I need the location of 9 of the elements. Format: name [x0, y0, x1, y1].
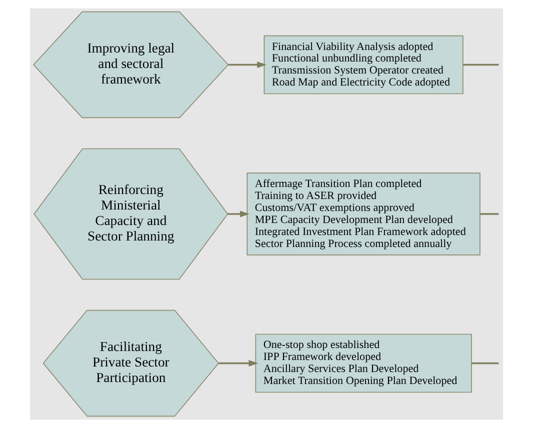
- node-box: One-stop shop established IPP Framework developed Ancillary Services Plan Developed Market Transition Opening Plan Developed: [255, 334, 472, 393]
- connector: [480, 213, 499, 215]
- arrow: [228, 210, 250, 218]
- arrow: [228, 61, 266, 68]
- connector: [472, 362, 499, 364]
- connector: [463, 64, 499, 66]
- node-box: Affermage Transition Plan completed Training to ASER provided Customs/VAT exemptions approved MPE Capacity Development Plan developed Integrated Investment Plan Framework adopted Sector Planning Process completed annually: [246, 172, 480, 256]
- arrow: [218, 360, 258, 367]
- node-box: Financial Viability Analysis adopted Functional unbundling completed Transmission System Operator created Road Map and Electricity Code adopted: [264, 35, 464, 94]
